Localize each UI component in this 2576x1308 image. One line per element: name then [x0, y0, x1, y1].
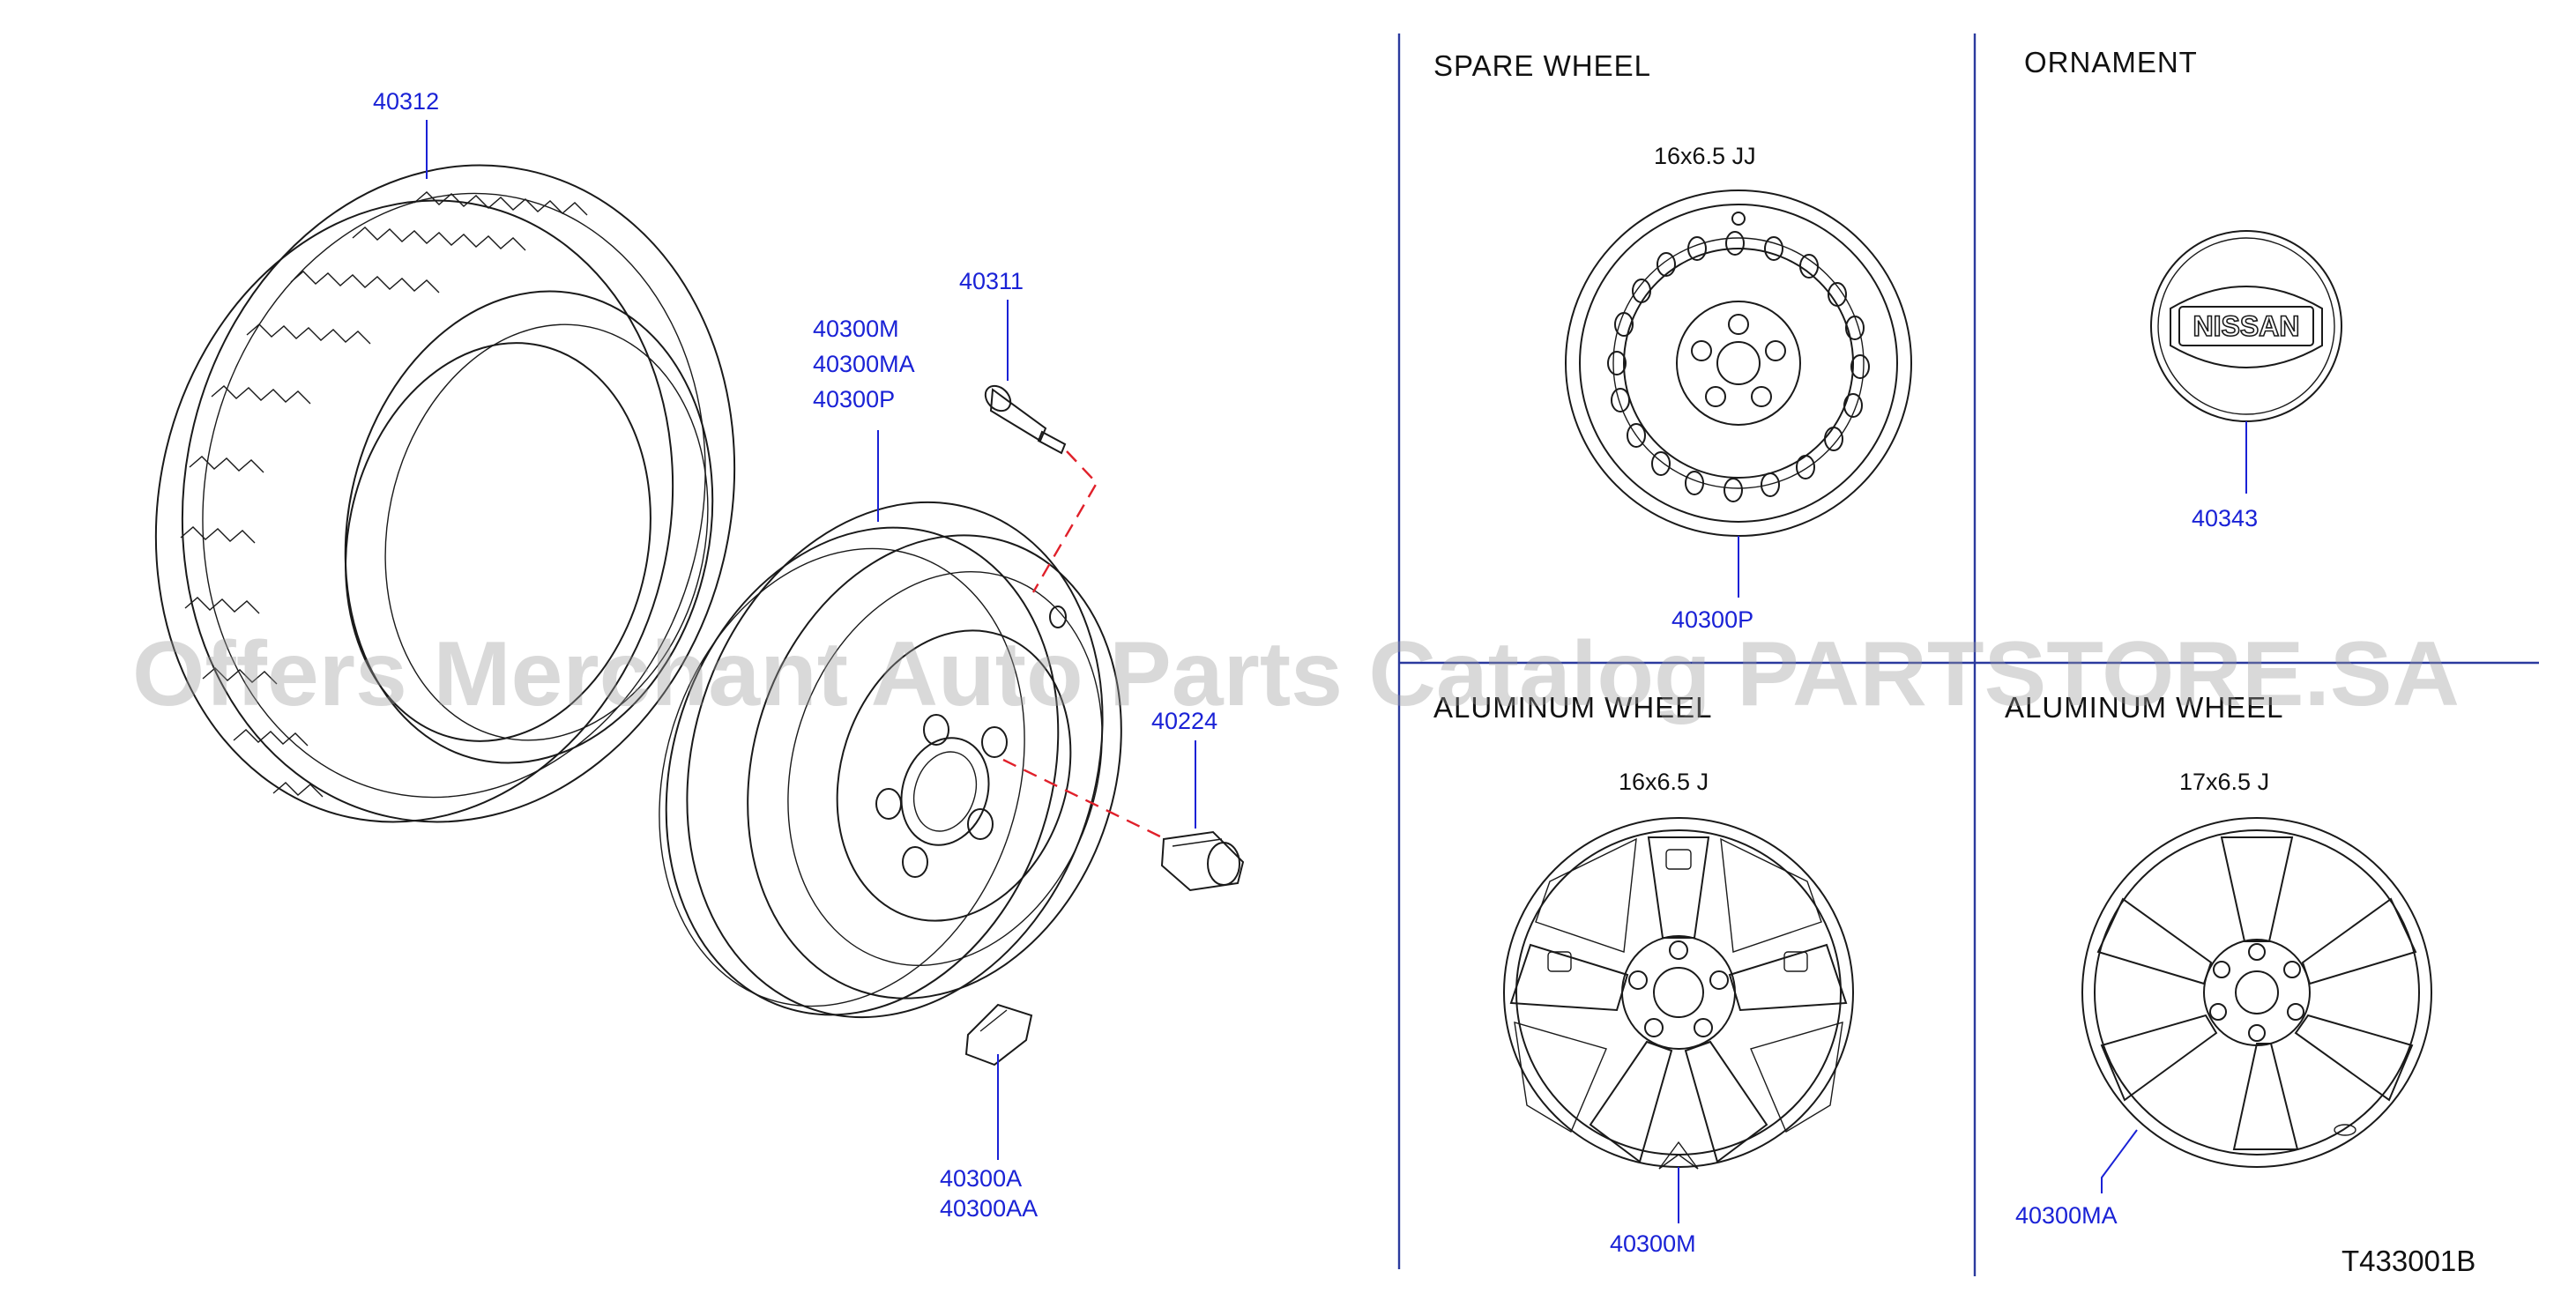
spare-wheel-size: 16x6.5 JJ: [1654, 143, 1756, 169]
steel-wheel-icon[interactable]: [602, 448, 1180, 1072]
aluminum-17-leader: [2101, 1129, 2138, 1193]
ornament-badge-icon[interactable]: NISSAN: [2150, 230, 2342, 422]
sensor-part-number-aa[interactable]: 40300AA: [940, 1195, 1038, 1222]
valve-stem-icon[interactable]: [980, 381, 1067, 455]
aluminum-wheel-17-icon[interactable]: [2081, 817, 2432, 1168]
spare-wheel-title: SPARE WHEEL: [1433, 49, 1651, 82]
aluminum-17-title: ALUMINUM WHEEL: [2005, 691, 2284, 724]
ornament-logo-text: NISSAN: [2193, 310, 2300, 342]
aluminum-17-part-number[interactable]: 40300MA: [2015, 1202, 2118, 1229]
nut-dashed-leader: [1002, 758, 1166, 841]
valve-part-number[interactable]: 40311: [959, 268, 1024, 294]
spare-wheel-icon[interactable]: [1565, 190, 1912, 537]
spare-wheel-part-number[interactable]: 40300P: [1671, 606, 1753, 633]
aluminum-17-size: 17x6.5 J: [2179, 769, 2269, 795]
section-dividers: [1397, 33, 2539, 1276]
aluminum-wheel-16-icon[interactable]: [1503, 817, 1854, 1170]
valve-dashed-leader: [1031, 450, 1098, 593]
aluminum-16-size: 16x6.5 J: [1619, 769, 1709, 795]
wheel-part-number-p[interactable]: 40300P: [813, 386, 895, 412]
aluminum-16-part-number[interactable]: 40300M: [1610, 1230, 1696, 1257]
ornament-title: ORNAMENT: [2024, 46, 2198, 78]
wheel-part-number-m[interactable]: 40300M: [813, 316, 899, 342]
diagram-code: T433001B: [2341, 1245, 2475, 1277]
wheel-part-number-ma[interactable]: 40300MA: [813, 351, 915, 377]
tire-icon[interactable]: [100, 114, 795, 874]
tpms-sensor-icon[interactable]: [964, 1003, 1033, 1066]
watermark-text: Offers Merchant Auto Parts Catalog PARTS…: [132, 623, 2460, 725]
lug-nut-icon[interactable]: [1160, 830, 1245, 892]
ornament-part-number[interactable]: 40343: [2192, 505, 2258, 531]
nut-part-number[interactable]: 40224: [1151, 708, 1217, 734]
sensor-part-number-a[interactable]: 40300A: [940, 1165, 1022, 1192]
aluminum-16-title: ALUMINUM WHEEL: [1433, 691, 1713, 724]
tire-part-number[interactable]: 40312: [373, 88, 439, 115]
